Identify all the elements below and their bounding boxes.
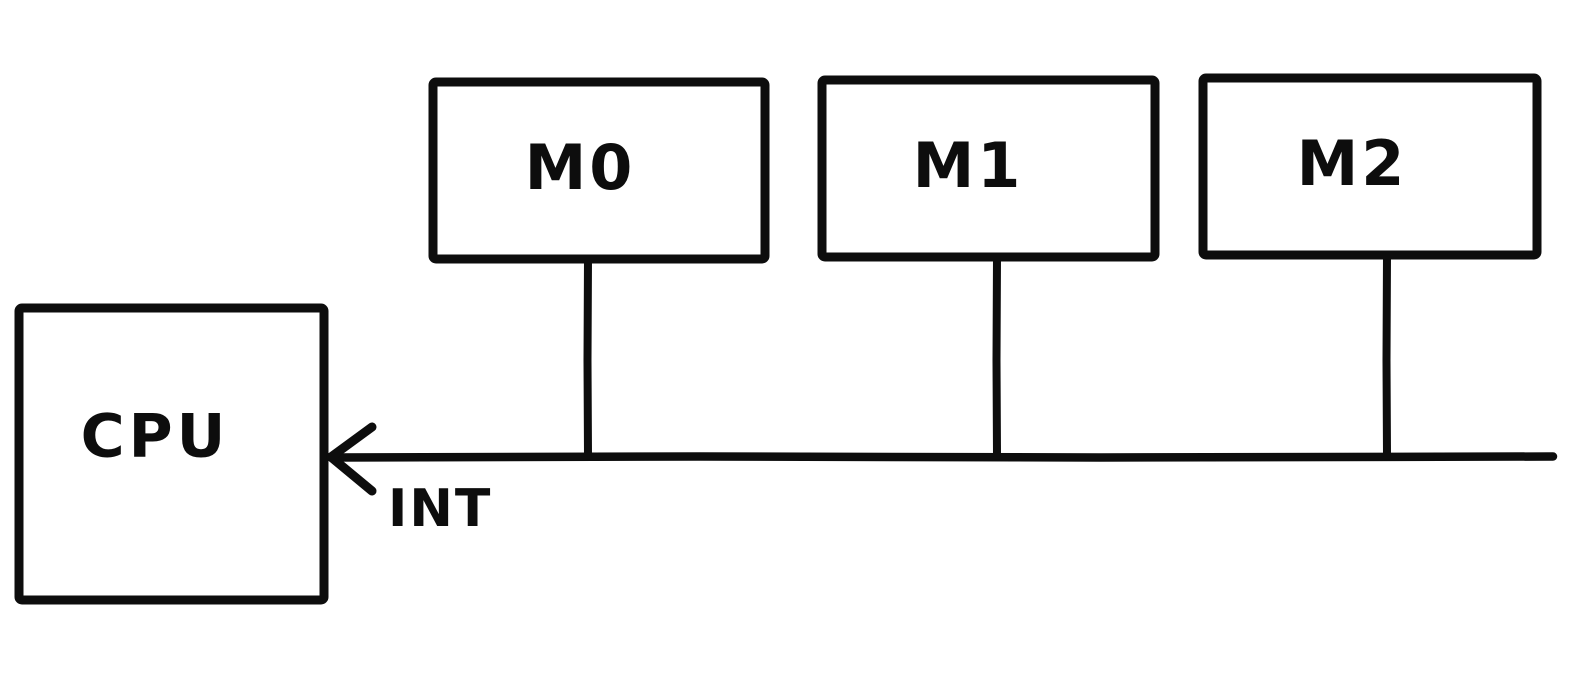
module-block-m1-label: M1 xyxy=(913,129,1024,202)
module-block-m2-label: M2 xyxy=(1297,127,1408,200)
cpu-block-label: CPU xyxy=(81,402,230,472)
interrupt-arrowhead xyxy=(326,422,377,496)
module-block-m0-outline xyxy=(428,77,770,264)
cpu-block[interactable]: CPU xyxy=(14,303,329,605)
drop-line-m2 xyxy=(1382,251,1391,460)
drop-line-m1 xyxy=(992,253,1001,460)
module-block-m0-label: M0 xyxy=(525,131,636,204)
module-block-m1[interactable]: M1 xyxy=(817,75,1160,262)
interrupt-signal-label: INT xyxy=(388,479,492,539)
module-block-m1-outline xyxy=(817,75,1160,262)
module-block-m2-outline xyxy=(1198,73,1542,260)
module-block-m0[interactable]: M0 xyxy=(428,77,770,264)
cpu-block-outline xyxy=(14,303,329,605)
module-block-m2[interactable]: M2 xyxy=(1198,73,1542,260)
interrupt-bus-line xyxy=(327,452,1558,462)
drop-line-m0 xyxy=(583,255,592,460)
